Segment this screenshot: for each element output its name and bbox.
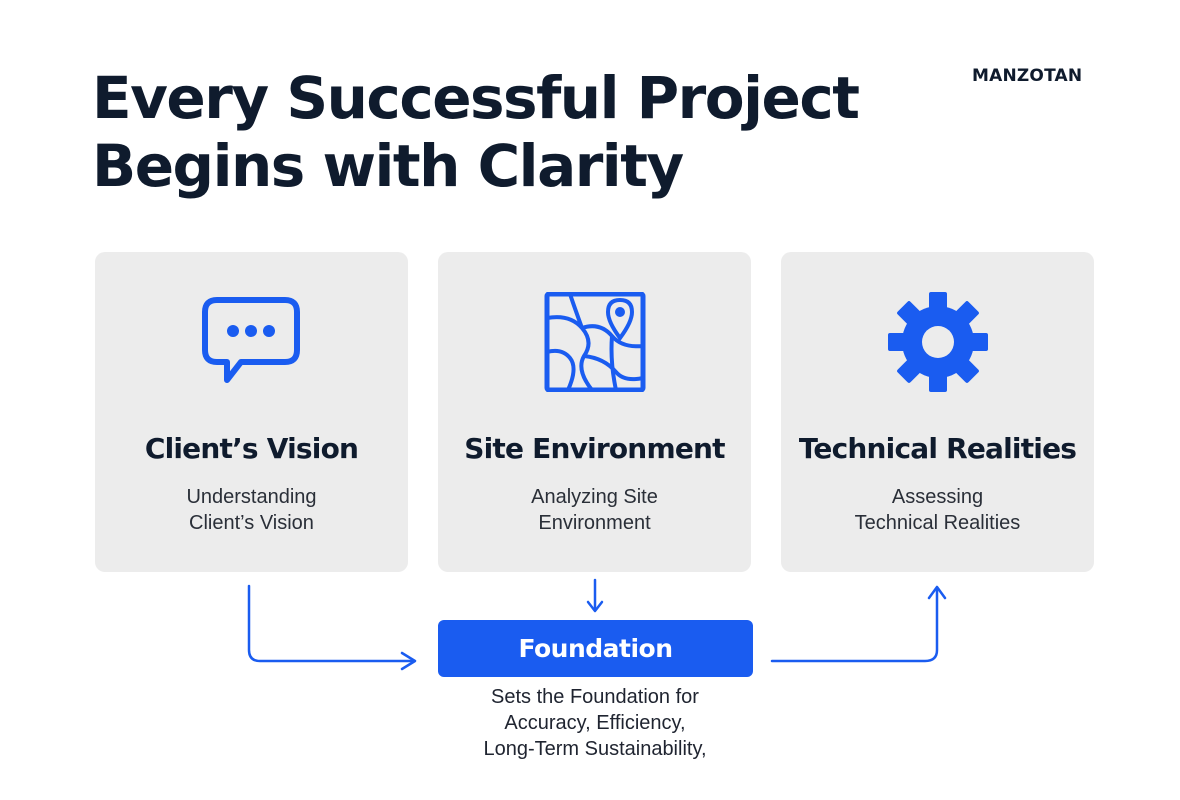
connector-vision-arrowhead (400, 651, 417, 671)
connector-vision-to-foundation (247, 584, 416, 663)
foundation-description-line-3: Long-Term Sustainability, (483, 738, 707, 760)
card-title: Client’s Vision (144, 432, 359, 465)
chat-bubble-icon (197, 292, 307, 392)
map-pin-icon (540, 292, 650, 392)
card-description-line-2: Environment (538, 512, 651, 534)
brand-logo-text: MANZOTAN (972, 66, 1083, 86)
foundation-description-line-1: Sets the Foundation for (491, 686, 699, 708)
card-description-line-1: Understanding (186, 486, 317, 508)
card-description: Assessing Technical Realities (801, 484, 1074, 536)
card-description: Understanding Client’s Vision (115, 484, 388, 536)
connector-foundation-to-technical (770, 588, 939, 663)
page-title: Every Successful Project Begins with Cla… (92, 64, 952, 200)
connector-technical-arrowhead (927, 585, 947, 600)
card-description: Analyzing Site Environment (458, 484, 731, 536)
card-description-line-1: Assessing (891, 486, 984, 508)
card-description-line-2: Client’s Vision (189, 512, 314, 534)
foundation-badge: Foundation (438, 620, 753, 677)
card-technical-realities: Technical Realities Assessing Technical … (781, 252, 1094, 572)
card-site-environment: Site Environment Analyzing Site Environm… (438, 252, 751, 572)
page-title-line-1: Every Successful Project (92, 64, 860, 132)
gear-icon (883, 292, 993, 392)
card-description-line-2: Technical Realities (854, 512, 1021, 534)
card-title: Site Environment (464, 432, 725, 465)
card-clients-vision: Client’s Vision Understanding Client’s V… (95, 252, 408, 572)
card-description-line-1: Analyzing Site (531, 486, 658, 508)
card-title: Technical Realities (798, 432, 1077, 465)
foundation-description-line-2: Accuracy, Efficiency, (504, 712, 686, 734)
foundation-description: Sets the Foundation for Accuracy, Effici… (400, 684, 790, 762)
page-title-line-2: Begins with Clarity (92, 132, 684, 200)
connector-site-arrowhead (586, 600, 604, 613)
